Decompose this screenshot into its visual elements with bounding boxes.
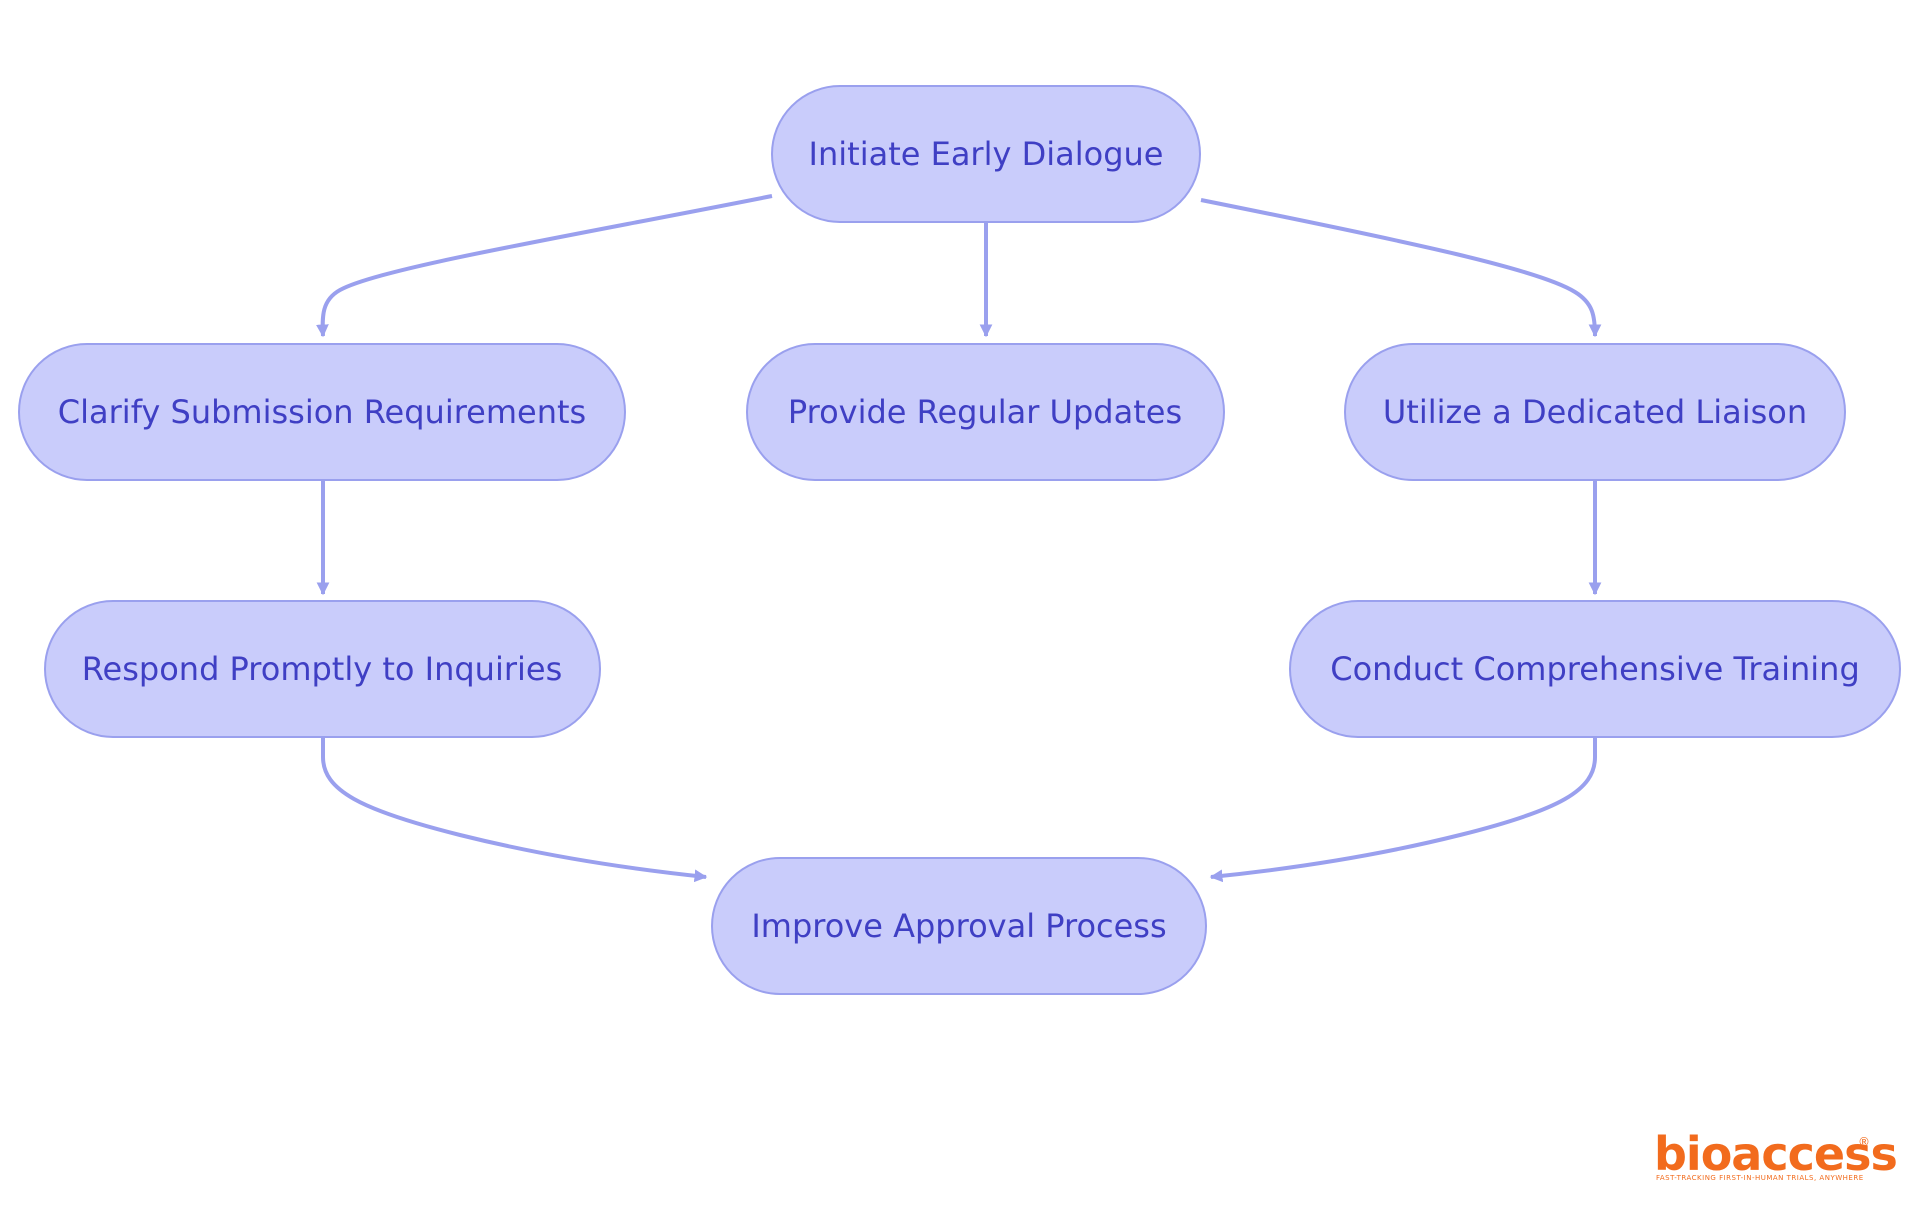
node-conduct-comprehensive-training: Conduct Comprehensive Training	[1289, 600, 1901, 738]
edge-initiate-to-clarify	[316, 194, 773, 338]
logo-wordmark: bioaccess	[1654, 1127, 1897, 1181]
node-label: Provide Regular Updates	[788, 393, 1182, 431]
node-utilize-a-dedicated-liaison: Utilize a Dedicated Liaison	[1344, 343, 1846, 481]
edge-respond-to-improve	[321, 737, 708, 883]
node-label: Initiate Early Dialogue	[809, 135, 1164, 173]
node-improve-approval-process: Improve Approval Process	[711, 857, 1207, 995]
logo-registered-mark: ®	[1858, 1135, 1870, 1149]
logo-tagline: FAST-TRACKING FIRST-IN-HUMAN TRIALS, ANY…	[1656, 1174, 1864, 1182]
edge-training-to-improve	[1209, 737, 1597, 883]
node-label: Utilize a Dedicated Liaison	[1383, 393, 1807, 431]
node-label: Clarify Submission Requirements	[58, 393, 586, 431]
node-clarify-submission-requirements: Clarify Submission Requirements	[18, 343, 626, 481]
node-respond-promptly-to-inquiries: Respond Promptly to Inquiries	[44, 600, 601, 738]
edges	[316, 194, 1602, 883]
node-label: Respond Promptly to Inquiries	[82, 650, 563, 688]
node-label: Conduct Comprehensive Training	[1330, 650, 1860, 688]
bioaccess-logo: bioaccess ® FAST-TRACKING FIRST-IN-HUMAN…	[1654, 1127, 1898, 1182]
node-provide-regular-updates: Provide Regular Updates	[746, 343, 1225, 481]
node-label: Improve Approval Process	[751, 907, 1166, 945]
node-initiate-early-dialogue: Initiate Early Dialogue	[771, 85, 1201, 223]
edge-initiate-to-liaison	[1200, 198, 1602, 338]
